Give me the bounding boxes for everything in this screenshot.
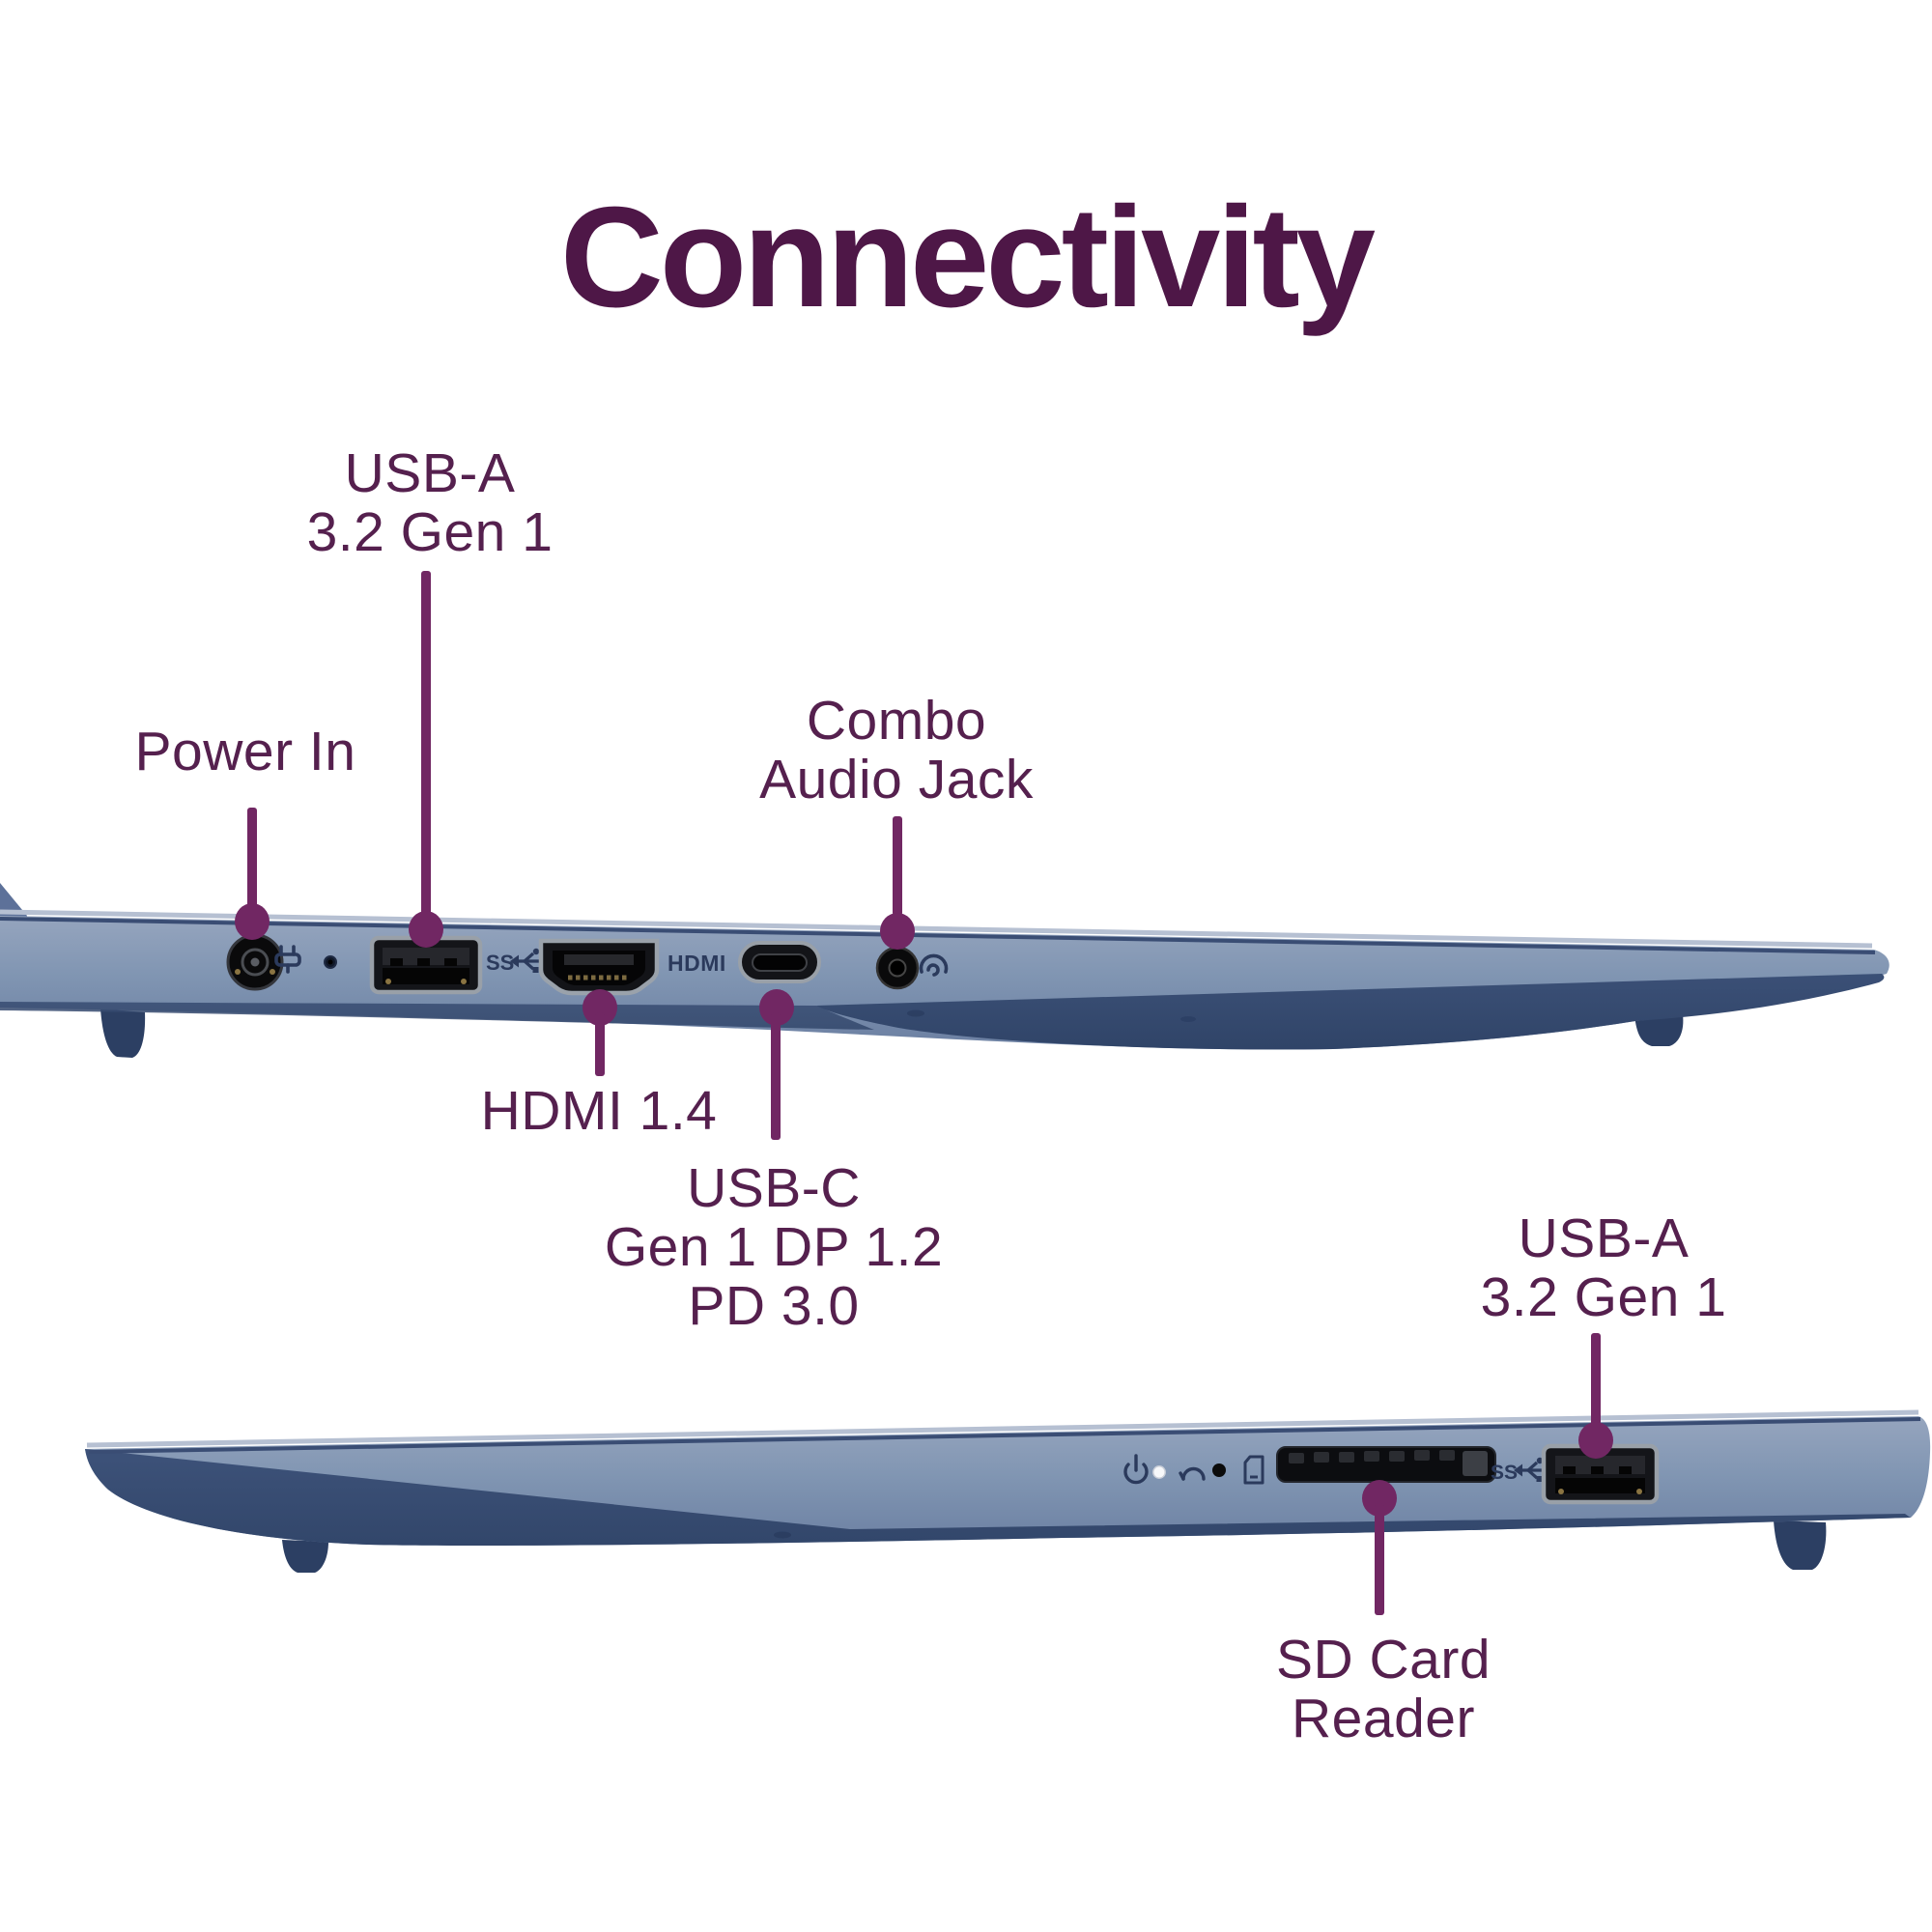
rubber-foot <box>100 1009 146 1058</box>
novo-button <box>1212 1463 1226 1477</box>
usb-a-port-left <box>369 935 483 995</box>
audio-jack-port <box>875 946 920 990</box>
hdmi-port <box>538 938 660 996</box>
hdmi-etch-label: HDMI <box>668 951 726 976</box>
bottom-screw <box>907 1009 924 1017</box>
laptop-left-side: SS HDMI <box>0 883 1889 1058</box>
power-jack-port <box>226 933 284 991</box>
power-plug-icon <box>274 945 301 974</box>
laptop-underside <box>85 1449 1911 1547</box>
svg-text:SS: SS <box>486 951 514 975</box>
usb-ss-icon: SS <box>486 948 541 975</box>
sd-card-slot <box>1276 1446 1496 1483</box>
page-title: Connectivity <box>559 178 1376 337</box>
rubber-foot <box>1634 1014 1684 1046</box>
laptop-right-side: SS <box>85 1409 1931 1573</box>
top-rim-highlight <box>86 1409 1919 1448</box>
top-edge-line <box>88 1417 1921 1454</box>
power-led-light <box>1152 1465 1166 1479</box>
headphone-icon <box>919 953 949 977</box>
rubber-foot <box>282 1540 328 1573</box>
novo-hole-icon <box>1179 1466 1206 1481</box>
laptop-bottom-lip <box>0 1002 874 1030</box>
bottom-screw <box>1180 1016 1196 1022</box>
rubber-foot <box>1774 1520 1827 1570</box>
power-led-icon <box>1123 1454 1149 1485</box>
bottom-screw <box>774 1531 791 1539</box>
sd-card-icon <box>1243 1455 1264 1485</box>
laptop-underside <box>816 974 1885 1050</box>
svg-text:SS: SS <box>1491 1462 1518 1484</box>
usb-c-port <box>738 941 821 983</box>
usb-a-port-right <box>1541 1443 1660 1505</box>
usb-ss-icon: SS <box>1491 1457 1545 1484</box>
top-edge-line <box>0 917 1876 954</box>
charging-led <box>324 955 337 969</box>
top-rim-highlight <box>0 909 1873 949</box>
